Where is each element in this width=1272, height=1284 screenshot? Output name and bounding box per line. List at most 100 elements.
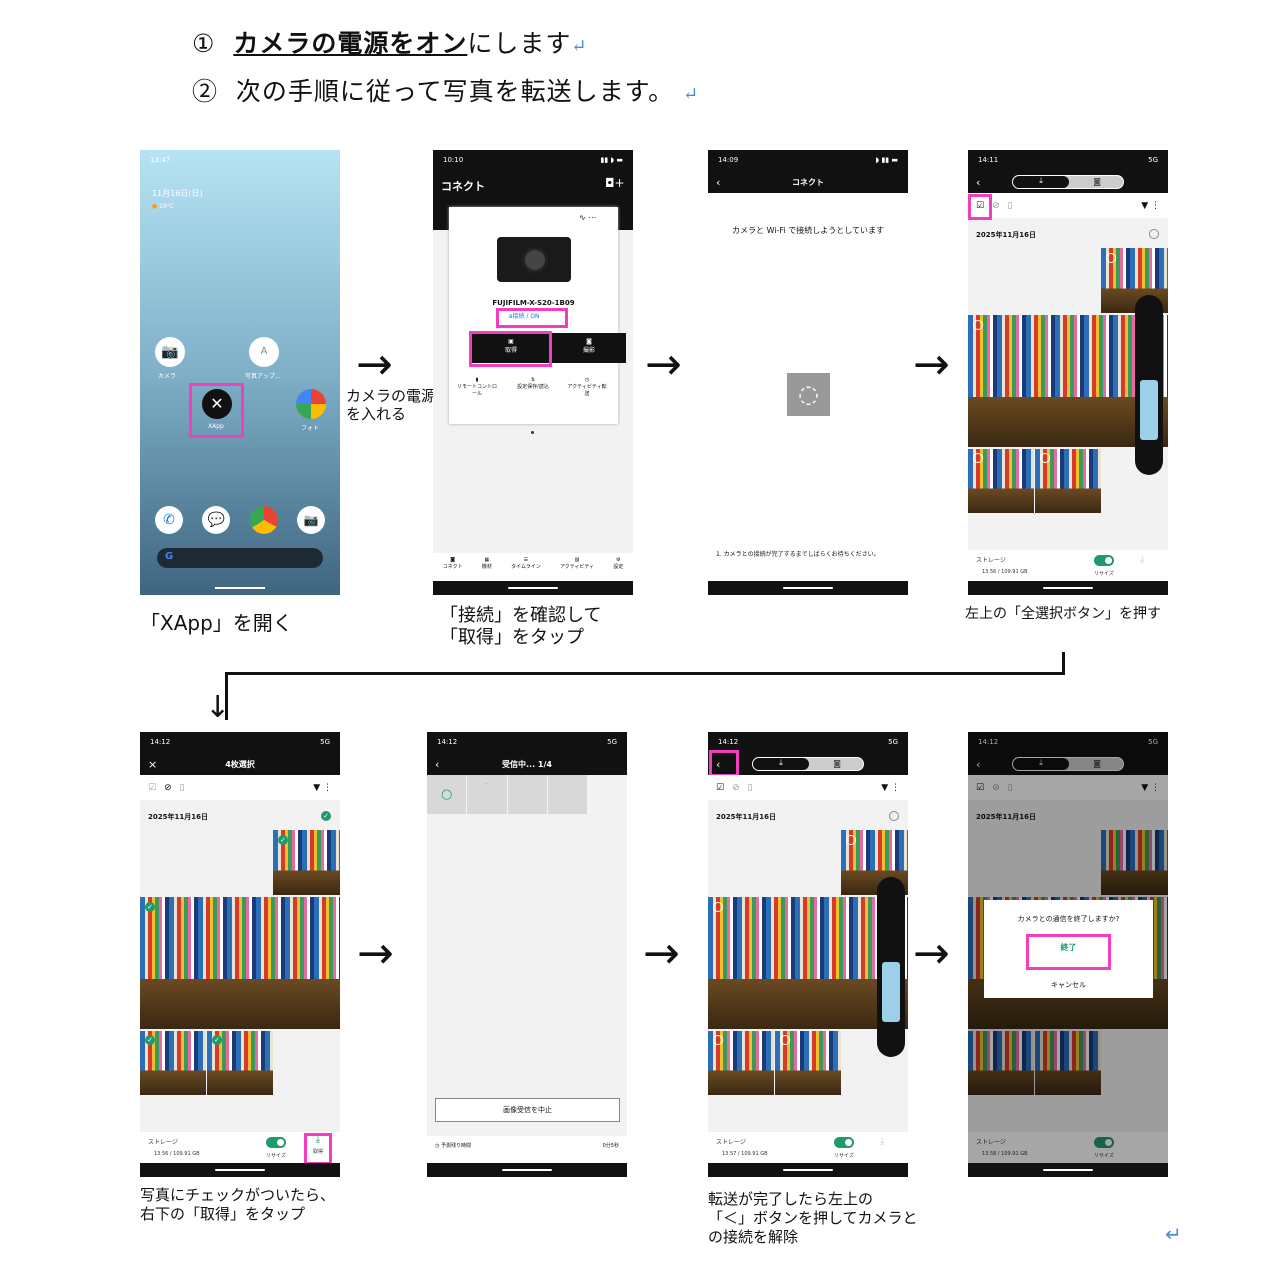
select-all-icon[interactable]: ☑ <box>976 200 985 211</box>
weather-widget: ● 19°C <box>152 203 174 210</box>
camera-app-icon[interactable]: 📷 <box>155 337 185 367</box>
remote-control-action[interactable]: ▮リモートコントロール <box>457 377 498 397</box>
photo-thumbnail[interactable] <box>968 315 1168 447</box>
photo-thumbnail[interactable] <box>140 897 340 1029</box>
search-bar[interactable]: G <box>157 548 323 568</box>
nav-activity[interactable]: ▨アクティビティ <box>559 557 595 570</box>
messages-icon[interactable]: 💬 <box>202 506 231 534</box>
connecting-message: カメラと Wi-Fi で接続しようとしています <box>732 226 884 235</box>
caption: 左上の「全選択ボタン」を押す <box>965 606 1161 622</box>
shoot-button[interactable]: ◙撮影 <box>551 333 626 363</box>
step-1: ① カメラの電源をオンにします↵ <box>192 29 588 58</box>
camera-icon[interactable]: 📷 <box>296 506 325 534</box>
page-title: コネクト <box>441 180 485 193</box>
back-button[interactable]: ‹ <box>976 758 981 771</box>
volume-slider[interactable] <box>877 877 905 1057</box>
cancel-button[interactable]: キャンセル <box>1051 981 1086 989</box>
app-label: フォト <box>301 425 320 432</box>
wait-note: 1. カメラとの接続が完了するまでしばらくお待ちください。 <box>716 551 880 558</box>
add-camera-icon[interactable]: ◘+ <box>605 176 625 190</box>
toolbar: ☑⊘▯▼ ⋮ <box>968 775 1168 800</box>
camera-image <box>497 237 571 282</box>
highlight-box <box>1026 934 1111 970</box>
date-widget: 11月16日(日) <box>152 189 203 198</box>
arrow-right-icon: → <box>645 339 682 390</box>
phone-icon[interactable]: ✆ <box>155 506 183 534</box>
resize-toggle[interactable] <box>1094 555 1114 566</box>
bottom-nav: ◙コネクト ▦機材 ☰タイムライン ▨アクティビティ ⚙設定 <box>433 553 633 581</box>
arrow-right-icon: → <box>643 928 680 979</box>
wifi-connecting-screenshot: 14:09◗ ▮▮ ▬ ‹コネクト カメラと Wi-Fi で接続しようとしていま… <box>708 150 908 595</box>
header: ‹受信中... 1/4 <box>427 754 627 775</box>
filter-icon[interactable]: ▼ ⋮ <box>881 782 900 793</box>
photo-thumbnail <box>1035 1031 1101 1095</box>
arrow-label: カメラの電源を入れる <box>346 387 437 423</box>
app-label: XApp <box>208 423 224 430</box>
home-indicator <box>215 587 265 589</box>
get-button[interactable]: ▣取得 <box>471 333 551 363</box>
settings-save-action[interactable]: ⇅設定保存/読込 <box>517 377 549 390</box>
camera-card: ∿ ⋯ FUJIFILM-X-S20-1B09 ʙ接続 / ON ▣取得 ◙撮影… <box>449 207 626 424</box>
activity-icon[interactable]: ∿ ⋯ <box>579 213 597 222</box>
status-time: 13:47 <box>150 156 171 164</box>
mode-toggle[interactable]: ⤓◙ <box>752 757 864 771</box>
arrow-right-icon: → <box>357 928 394 979</box>
activity-transfer-action[interactable]: ◷アクティビティ転送 <box>567 377 607 397</box>
header: ‹コネクト <box>708 172 908 193</box>
toolbar: ☑⊘▯▼ ⋮ <box>140 775 340 800</box>
date-header: 2025年11月16日 <box>976 231 1036 239</box>
back-button[interactable]: ‹ <box>435 758 440 771</box>
resize-toggle[interactable] <box>266 1137 286 1148</box>
end-button[interactable]: 終了 <box>1060 943 1077 952</box>
stop-receiving-button[interactable]: 画像受信を中止 <box>435 1098 620 1122</box>
caption: 「接続」を確認して「取得」をタップ <box>440 605 602 648</box>
volume-slider[interactable] <box>1135 295 1163 475</box>
arrow-right-icon: → <box>913 928 950 979</box>
close-icon[interactable]: × <box>148 758 158 771</box>
caption: 写真にチェックがついたら、右下の「取得」をタップ <box>140 1186 336 1223</box>
xapp-icon[interactable]: ✕ <box>202 389 232 419</box>
arrow-right-icon: → <box>356 339 393 390</box>
filter-icon[interactable]: ▼ ⋮ <box>1141 200 1160 211</box>
mode-toggle[interactable]: ⤓◙ <box>1012 175 1124 189</box>
disconnect-dialog: カメラとの通信を終了しますか? 終了 キャンセル <box>984 900 1153 998</box>
photo-thumbnail[interactable] <box>207 1031 273 1095</box>
back-button[interactable]: ‹ <box>976 176 981 189</box>
get-icon: ⤓ <box>880 1136 885 1147</box>
photo-thumbnail <box>1101 830 1168 895</box>
nav-timeline[interactable]: ☰タイムライン <box>511 557 541 570</box>
resize-toggle[interactable] <box>834 1137 854 1148</box>
filter-icon[interactable]: ▼ ⋮ <box>313 782 332 793</box>
nav-equipment[interactable]: ▦機材 <box>481 557 492 570</box>
nav-connect[interactable]: ◙コネクト <box>442 557 463 570</box>
highlight-box <box>709 750 739 777</box>
get-button[interactable]: ⤓取得 <box>312 1134 323 1155</box>
caption: 転送が完了したら左上の「＜」ボタンを押してカメラとの接続を解除 <box>708 1190 918 1246</box>
photos-app-icon[interactable] <box>296 389 326 419</box>
get-icon: ⤓ <box>1140 554 1145 565</box>
chrome-icon[interactable] <box>249 506 278 534</box>
photo-thumbnail[interactable] <box>708 897 908 1029</box>
back-button[interactable]: ‹ <box>716 176 721 189</box>
status-bar: 14:09◗ ▮▮ ▬ <box>708 150 908 172</box>
photo-thumbnail <box>968 1031 1034 1095</box>
back-button[interactable]: ‹ <box>716 758 721 771</box>
date-header: 2025年11月16日 <box>976 813 1036 821</box>
photo-upload-app-icon[interactable]: A <box>249 337 279 367</box>
connection-status: ʙ接続 / ON <box>509 313 540 320</box>
toolbar: ☑⊘▯▼ ⋮ <box>968 193 1168 218</box>
nav-settings[interactable]: ⚙設定 <box>613 557 624 570</box>
mode-toggle[interactable]: ⤓◙ <box>1012 757 1124 771</box>
receiving-thumbnails: ○· <box>427 775 587 814</box>
dialog-question: カメラとの通信を終了しますか? <box>1017 915 1120 923</box>
